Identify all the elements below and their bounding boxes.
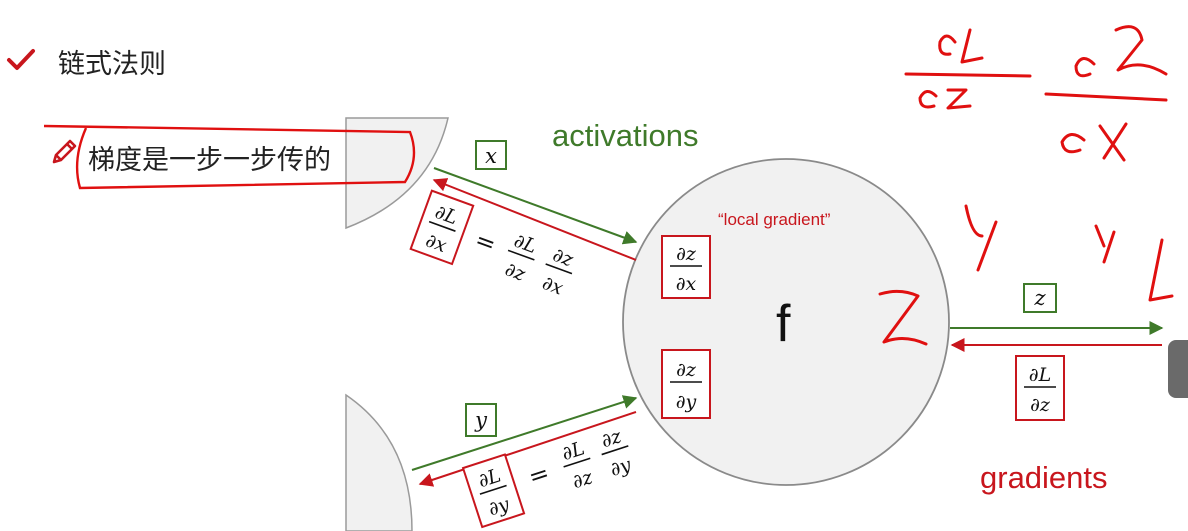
dL-dx-equation: ∂L ∂x = ∂L ∂z ∂z ∂x (409, 189, 577, 300)
check-icon (7, 49, 35, 70)
svg-text:∂y: ∂y (676, 391, 697, 413)
x-label: x (485, 144, 497, 168)
dz-dy-box (661, 349, 711, 419)
dL-dz-box (1015, 355, 1065, 421)
svg-text:∂z: ∂z (502, 258, 529, 286)
svg-text:∂y: ∂y (607, 454, 634, 481)
upper-input-node (345, 117, 449, 230)
bullet-gradient-step: 梯度是一步一步传的 (88, 145, 331, 176)
svg-text:∂x: ∂x (676, 273, 697, 295)
x-backward-arrow (432, 178, 637, 261)
y-forward-arrow (411, 395, 638, 471)
gradients-label: gradients (980, 460, 1108, 495)
svg-text:=: = (471, 226, 499, 259)
dL-dz-fraction: ∂L ∂z (1024, 364, 1056, 416)
dz-dx-box (661, 235, 711, 299)
svg-text:∂L: ∂L (1029, 364, 1051, 386)
ink-highlight-bullet2 (43, 124, 416, 190)
x-forward-arrow (433, 167, 638, 245)
y-label: y (474, 408, 488, 432)
dz-dy-fraction: ∂z ∂y (670, 359, 702, 413)
dz-dx-fraction: ∂z ∂x (670, 243, 702, 295)
side-panel-tab[interactable] (1168, 340, 1188, 398)
y-label-box (465, 403, 497, 437)
svg-text:∂z: ∂z (570, 466, 597, 493)
dL-dy-equation: ∂L ∂y = ∂L ∂z ∂z ∂y (461, 425, 634, 529)
svg-text:∂z: ∂z (1030, 394, 1051, 416)
bullet-chain-rule: 链式法则 (58, 49, 166, 80)
svg-text:∂z: ∂z (676, 243, 697, 265)
activations-label: activations (552, 118, 699, 153)
z-label: z (1033, 286, 1046, 310)
handwritten-annotations (878, 25, 1174, 346)
y-backward-arrow (418, 411, 637, 487)
svg-text:=: = (525, 459, 553, 492)
svg-text:∂z: ∂z (676, 359, 697, 381)
function-label: f (776, 295, 791, 353)
z-label-box (1023, 283, 1057, 313)
svg-text:∂x: ∂x (539, 272, 566, 300)
pencil-icon (52, 139, 77, 164)
lower-input-node (345, 393, 413, 531)
local-gradient-label: “local gradient” (718, 210, 831, 229)
x-label-box (475, 140, 507, 170)
